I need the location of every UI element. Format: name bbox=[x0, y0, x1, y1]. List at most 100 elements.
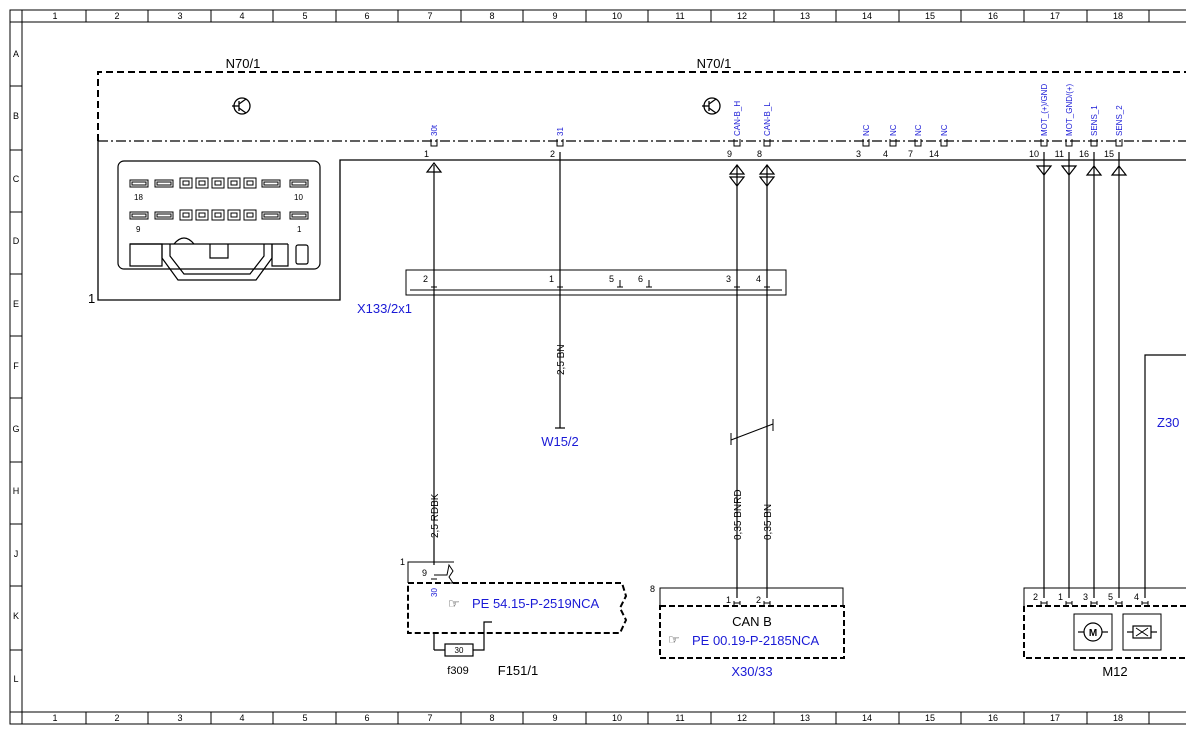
fuse-box-outline bbox=[407, 582, 628, 634]
fuse-reference-link[interactable]: PE 54.15-P-2519NCA bbox=[472, 596, 600, 611]
grid-column-number: 1 bbox=[52, 11, 57, 21]
grid-row-letter: G bbox=[12, 424, 19, 434]
connector-face-number: 10 bbox=[294, 193, 303, 202]
signal-out-arrow-icon bbox=[1110, 165, 1128, 176]
can-reference-link[interactable]: PE 00.19-P-2185NCA bbox=[692, 633, 820, 648]
n70-module-boundary bbox=[97, 71, 1186, 141]
n70-pin-number: 2 bbox=[550, 149, 555, 159]
grid-column-number: 12 bbox=[737, 713, 747, 723]
n70-pin-number: 8 bbox=[757, 149, 762, 159]
n70-pin-number: 14 bbox=[929, 149, 939, 159]
n70-signal-name: MOT_(+)/GND bbox=[1040, 84, 1049, 136]
fuse-pin-30: 30 bbox=[430, 588, 439, 597]
grid-column-number: 16 bbox=[988, 713, 998, 723]
n70-signal-name: 30t bbox=[430, 124, 439, 136]
n70-right-label: N70/1 bbox=[697, 56, 732, 71]
wire-label-rdbk: 2,5 RDBK bbox=[430, 493, 441, 538]
n70-signal-name: CAN-B_H bbox=[733, 101, 742, 136]
can-reference-hand-icon: ☞ bbox=[668, 632, 680, 647]
x133-pin-number: 3 bbox=[726, 274, 731, 284]
box-corner-marker: 1 bbox=[88, 291, 95, 306]
n70-signal-name: 31 bbox=[556, 127, 565, 136]
can-block-top-line bbox=[659, 587, 844, 606]
grid-column-number: 13 bbox=[800, 713, 810, 723]
grid-column-number: 8 bbox=[489, 713, 494, 723]
n70-pin-number: 1 bbox=[424, 149, 429, 159]
connector-face-number: 1 bbox=[297, 225, 302, 234]
n70-pin-number: 3 bbox=[856, 149, 861, 159]
connector-face-icon bbox=[117, 160, 321, 281]
n70-pin-number: 4 bbox=[883, 149, 888, 159]
signal-out-arrow-icon bbox=[425, 162, 443, 173]
m12-top-line bbox=[1023, 587, 1186, 606]
wire-z30-feed bbox=[1144, 354, 1186, 598]
grid-column-number: 7 bbox=[427, 11, 432, 21]
n70-signal-name: NC bbox=[914, 124, 923, 136]
m12-pin-number: 2 bbox=[1033, 592, 1038, 602]
n70-signal-name: SENS_2 bbox=[1115, 105, 1124, 136]
z30-partial-label: Z30 bbox=[1157, 415, 1179, 430]
grid-column-number: 7 bbox=[427, 713, 432, 723]
n70-signal-name: MOT_GND/(+) bbox=[1065, 83, 1074, 136]
grid-column-number: 16 bbox=[988, 11, 998, 21]
can-pin-number: 2 bbox=[756, 595, 761, 605]
f309-label: f309 bbox=[447, 665, 468, 677]
can-pin-number: 1 bbox=[726, 595, 731, 605]
fuse-corner-marker: 1 bbox=[400, 557, 405, 567]
grid-column-number: 10 bbox=[612, 11, 622, 21]
w15-label: W15/2 bbox=[541, 434, 579, 449]
n70-left-label: N70/1 bbox=[226, 56, 261, 71]
wire-label-bn-ground: 2,5 BN bbox=[556, 344, 567, 375]
n70-signal-name: CAN-B_L bbox=[763, 102, 772, 136]
grid-column-number: 5 bbox=[302, 11, 307, 21]
grid-column-number: 4 bbox=[239, 11, 244, 21]
grid-row-letter: K bbox=[13, 611, 19, 621]
grid-row-letter: A bbox=[13, 49, 19, 59]
f151-label: F151/1 bbox=[498, 663, 538, 678]
m12-label: M12 bbox=[1102, 664, 1127, 679]
connector-face-number: 18 bbox=[134, 193, 143, 202]
n70-signal-name: NC bbox=[940, 124, 949, 136]
svg-text:M: M bbox=[1089, 628, 1097, 639]
can-block-corner: 8 bbox=[650, 584, 655, 594]
x133-pin-number: 1 bbox=[549, 274, 554, 284]
signal-in-arrow-icon bbox=[1060, 165, 1078, 176]
n70-pin-number: 15 bbox=[1104, 149, 1114, 159]
grid-column-number: 9 bbox=[552, 713, 557, 723]
n70-signal-name: SENS_1 bbox=[1090, 105, 1099, 136]
x133-pin-number: 4 bbox=[756, 274, 761, 284]
n70-pin-number: 16 bbox=[1079, 149, 1089, 159]
grid-row-letter: H bbox=[13, 486, 20, 496]
grid-column-number: 4 bbox=[239, 713, 244, 723]
grid-column-number: 1 bbox=[52, 713, 57, 723]
n70-signal-name: NC bbox=[889, 124, 898, 136]
grid-column-number: 9 bbox=[552, 11, 557, 21]
grid-row-letter: B bbox=[13, 111, 19, 121]
grid-column-number: 6 bbox=[364, 11, 369, 21]
signal-out-arrow-icon bbox=[1085, 165, 1103, 176]
connector-face-number: 9 bbox=[136, 225, 141, 234]
n70-pin-number: 7 bbox=[908, 149, 913, 159]
grid-column-number: 17 bbox=[1050, 713, 1060, 723]
grid-column-number: 14 bbox=[862, 11, 872, 21]
grid-column-number: 18 bbox=[1113, 713, 1123, 723]
m12-pin-number: 3 bbox=[1083, 592, 1088, 602]
grid-column-number: 13 bbox=[800, 11, 810, 21]
grid-row-letter: E bbox=[13, 299, 19, 309]
grid-row-letter: D bbox=[13, 236, 20, 246]
grid-column-number: 8 bbox=[489, 11, 494, 21]
grid-row-letter: J bbox=[14, 549, 19, 559]
x133-pin-number: 5 bbox=[609, 274, 614, 284]
grid-row-letter: L bbox=[13, 674, 18, 684]
grid-column-number: 11 bbox=[675, 713, 684, 723]
n70-pin-number: 9 bbox=[727, 149, 732, 159]
connector-housing-outline bbox=[97, 141, 1186, 301]
x133-label: X133/2x1 bbox=[357, 301, 412, 316]
grid-reference-layer: 1122334455667788991010111112121313141415… bbox=[10, 10, 1150, 724]
sensor-icon bbox=[1122, 613, 1162, 651]
n70-pin-number: 10 bbox=[1029, 149, 1039, 159]
grid-column-number: 3 bbox=[177, 713, 182, 723]
n70-pin-layer: 30t1312CAN-B_H9CAN-B_L8NC3NC4NC7NC14MOT_… bbox=[424, 83, 1124, 159]
